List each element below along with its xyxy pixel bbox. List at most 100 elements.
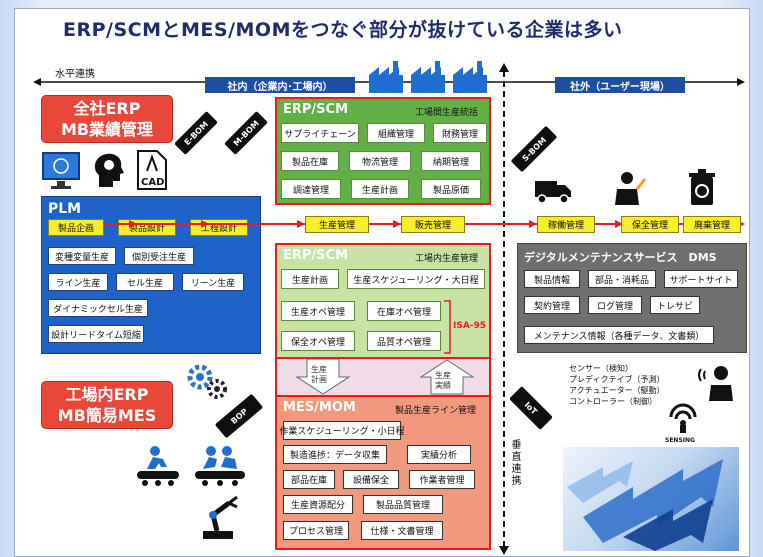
plm-item: リーン生産 [182, 273, 244, 291]
erp-top-item: 財務管理 [433, 123, 487, 143]
erp-mid-item: 保全オペ管理 [281, 331, 355, 351]
sensing-label: SENSING [665, 437, 695, 444]
iot-arrow: IoT [509, 386, 553, 430]
slide: ERP/SCMとMES/MOMをつなぐ部分が抜けている企業は多い 水平連携 社内… [14, 8, 750, 557]
erp-scm-top-panel: ERP/SCM 工場間生産統括 サプライチェーン 組織管理 財務管理 製品在庫 … [275, 97, 491, 205]
plm-panel: PLM 製品企画 製品設計 工程設計 変種変量生産 個別受注生産 ライン生産 セ… [41, 196, 261, 354]
ext-flow-3: 廃棄管理 [683, 216, 741, 233]
factory-icon [369, 61, 487, 93]
truck-icon [535, 181, 571, 204]
mes-item: 製品品質管理 [363, 495, 443, 514]
erp-top-subtitle: 工場間生産統括 [415, 108, 479, 118]
erp-top-item: 調達管理 [281, 179, 341, 199]
dms-item: 製品情報 [524, 270, 580, 288]
erp-mid-subtitle: 工場内生産管理 [415, 254, 479, 264]
dms-title: デジタルメンテナンスサービス DMS [524, 251, 717, 264]
mes-item: 生産資源配分 [283, 495, 353, 514]
cad-file-icon: CAD [137, 150, 167, 190]
plm-title: PLM [48, 201, 82, 217]
erp-top-item: 納期管理 [421, 151, 481, 171]
mes-item: 作業スケジューリング・小日程 [279, 421, 405, 440]
factory-erp-box: 工場内ERP MB簡易MES [41, 381, 173, 429]
erp-mid-item: 品質オペ管理 [367, 331, 441, 351]
erp-top-item: 製品原価 [421, 179, 481, 199]
mes-item: 作業者管理 [409, 470, 475, 489]
vertical-axis-divider [499, 63, 509, 555]
voice-user-icon [698, 366, 733, 401]
mes-item: 製造進捗：データ収集 [283, 445, 387, 464]
erp-mid-item: 在庫オペ管理 [367, 301, 441, 321]
erp-top-title: ERP/SCM [283, 102, 349, 117]
ext-flow-1: 稼働管理 [537, 216, 595, 233]
mes-mom-panel: MES/MOM 製品生産ライン管理 作業スケジューリング・小日程 製造進捗：デー… [275, 395, 491, 550]
mbom-arrow: M-BOM [224, 111, 268, 155]
ebom-arrow: E-BOM [174, 111, 218, 155]
company-erp-box: 全社ERP MB業績管理 [41, 95, 173, 143]
external-label: 社外（ユーザー現場） [555, 77, 685, 93]
plm-item: 個別受注生産 [124, 247, 194, 265]
mes-title: MES/MOM [283, 400, 356, 415]
mes-item: プロセス管理 [283, 521, 349, 540]
dms-item: ログ管理 [588, 296, 642, 314]
ext-flow-2: 保全管理 [621, 216, 679, 233]
slide-title: ERP/SCMとMES/MOMをつなぐ部分が抜けている企業は多い [63, 19, 623, 41]
plm-item: ダイナミックセル生産 [48, 299, 148, 317]
plm-item: 変種変量生産 [48, 247, 116, 265]
idea-head-icon [94, 153, 124, 187]
erp-top-item: 物流管理 [349, 151, 411, 171]
plan-down-label: 生産 計画 [311, 365, 327, 384]
erp-mid-item: 生産スケジューリング・大日程 [347, 269, 485, 289]
plm-flow-1: 製品企画 [48, 219, 104, 236]
sensor-item: センサー（検知） [569, 364, 633, 373]
down-arrow-icon [295, 359, 351, 395]
erp-top-item: 製品在庫 [281, 151, 339, 171]
dms-item: メンテナンス情報（各種データ、文書類） [524, 326, 714, 344]
sbom-arrow: S-BOM [510, 125, 558, 173]
dms-panel: デジタルメンテナンスサービス DMS 製品情報 部品・消耗品 サポートサイト 契… [517, 243, 747, 353]
plm-item: セル生産 [116, 273, 174, 291]
sensor-item: プレディクテイブ（予測） [569, 375, 665, 384]
assembly-workers-icon [137, 446, 245, 486]
plm-item: 設計リードタイム短縮 [48, 325, 144, 343]
plm-item: ライン生産 [48, 273, 108, 291]
up-arrow-icon [419, 359, 475, 395]
factory-erp-line2: MB簡易MES [57, 406, 157, 425]
mes-item: 設備保全 [343, 470, 399, 489]
isa-bracket [444, 300, 451, 354]
isa-95-label: ISA-95 [453, 321, 487, 331]
company-erp-line2: MB業績管理 [60, 120, 154, 139]
robot-arm-icon [203, 495, 238, 539]
recycle-bin-icon [689, 169, 715, 205]
erp-mid-item: 生産計画 [281, 269, 339, 289]
plan-actual-connector: 生産 計画 生産 実績 [275, 359, 491, 395]
dms-item: サポートサイト [664, 270, 738, 288]
factory-erp-line1: 工場内ERP [65, 385, 149, 404]
erp-mid-item: 生産オペ管理 [281, 301, 355, 321]
mid-flow-2: 販売管理 [401, 216, 465, 233]
sensor-list: センサー（検知） プレディクテイブ（予測） アクチュエーター（駆動） コントロー… [569, 363, 665, 407]
mes-item: 仕様・文書管理 [361, 521, 443, 540]
erp-top-item: 生産計画 [351, 179, 409, 199]
maintenance-worker-icon [615, 172, 647, 205]
mes-item: 実績分析 [407, 445, 471, 464]
mid-flow-1: 生産管理 [305, 216, 369, 233]
erp-top-item: サプライチェーン [281, 123, 359, 143]
erp-top-item: 組織管理 [367, 123, 425, 143]
dms-item: 部品・消耗品 [588, 270, 656, 288]
company-erp-line1: 全社ERP [73, 99, 141, 118]
vertical-label: 垂直連携 [509, 439, 520, 487]
horizontal-label: 水平連携 [55, 69, 95, 80]
sensor-item: コントローラー（制御） [569, 397, 657, 406]
cad-label: CAD [141, 177, 164, 188]
sensor-item: アクチュエーター（駆動） [569, 386, 665, 395]
digital-network-image [563, 447, 739, 551]
dms-item: トレサビ [650, 296, 700, 314]
sensing-icon [669, 403, 697, 433]
monitor-icon [42, 152, 80, 189]
mes-item: 部品在庫 [283, 470, 335, 489]
digital-arrows-graphic [567, 459, 723, 551]
actual-up-label: 生産 実績 [435, 371, 451, 390]
internal-label: 社内（企業内･工場内） [205, 77, 355, 93]
mes-subtitle: 製品生産ライン管理 [395, 406, 477, 416]
erp-mid-title: ERP/SCM [283, 248, 349, 263]
